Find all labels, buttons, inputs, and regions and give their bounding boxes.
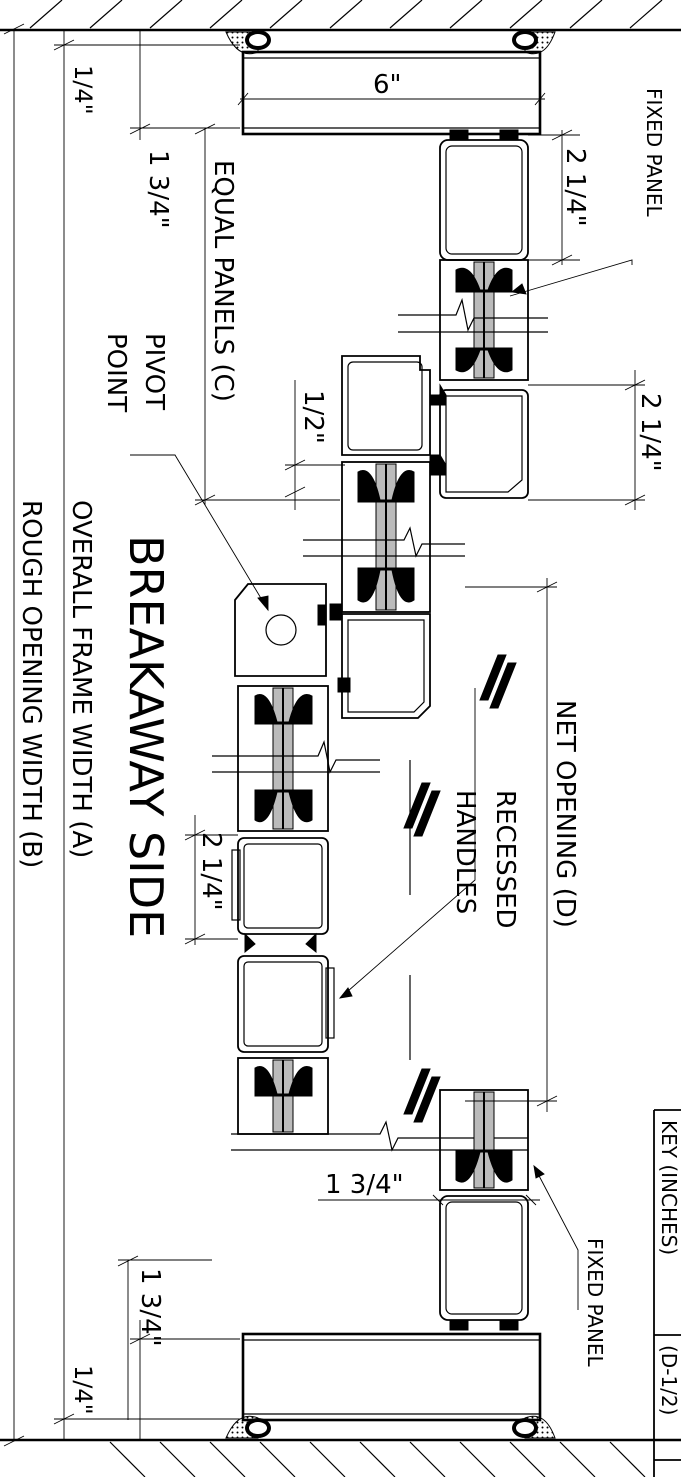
equal-panels-label: EQUAL PANELS (C) [208, 160, 238, 402]
folding-panel-1 [303, 355, 465, 719]
fixed-panel-top [398, 129, 548, 499]
wall-top [0, 0, 681, 32]
fixed-panel-bottom-label: FIXED PANEL [583, 1238, 607, 1368]
sealant-joints [225, 30, 556, 1439]
overall-frame-width-label: OVERALL FRAME WIDTH (A) [66, 500, 96, 858]
net-opening-label: NET OPENING (D) [550, 700, 580, 928]
dim-top-quarter: 1/4" [69, 65, 97, 115]
dim-two-quarter-top: 2 1/4" [560, 148, 590, 227]
dim-bottom-one-three-quarter-mid: 1 3/4" [325, 1170, 404, 1200]
folding-panel-2 [212, 583, 528, 1152]
dim-top-one-three-quarter: 1 3/4" [143, 150, 173, 229]
dim-six-inch: 6" [373, 70, 402, 100]
dimension-lines [3, 23, 646, 1447]
drawing-title: BREAKAWAY SIDE [119, 535, 173, 938]
wall-bottom [0, 1438, 681, 1477]
dim-bottom-one-three-quarter-left: 1 3/4" [135, 1268, 165, 1347]
dim-two-quarter-right: 2 1/4" [635, 393, 665, 472]
fixed-panel-bottom [439, 1089, 529, 1331]
recessed-handles-line2: HANDLES [450, 790, 480, 914]
fixed-panel-top-label: FIXED PANEL [642, 88, 666, 218]
pivot-label-line1: PIVOT [139, 333, 169, 410]
frame-header-bottom [241, 1332, 542, 1422]
frame-header-top [241, 50, 542, 136]
recessed-handle-marks [403, 654, 517, 1123]
pivot-label-line2: POINT [101, 333, 131, 412]
recessed-handles-line1: RECESSED [490, 790, 520, 929]
key-table-cell-2: (D-1/2) [657, 1345, 681, 1415]
key-table [653, 1109, 681, 1477]
leader-lines [130, 259, 633, 1310]
key-table-cell-1: KEY (INCHES) [657, 1120, 681, 1255]
dim-bottom-quarter: 1/4" [69, 1365, 97, 1415]
dim-half: 1/2" [298, 390, 328, 444]
rough-opening-width-label: ROUGH OPENING WIDTH (B) [16, 500, 46, 868]
dim-two-quarter-mid: 2 1/4" [196, 832, 226, 911]
pivot-circle [265, 614, 297, 646]
